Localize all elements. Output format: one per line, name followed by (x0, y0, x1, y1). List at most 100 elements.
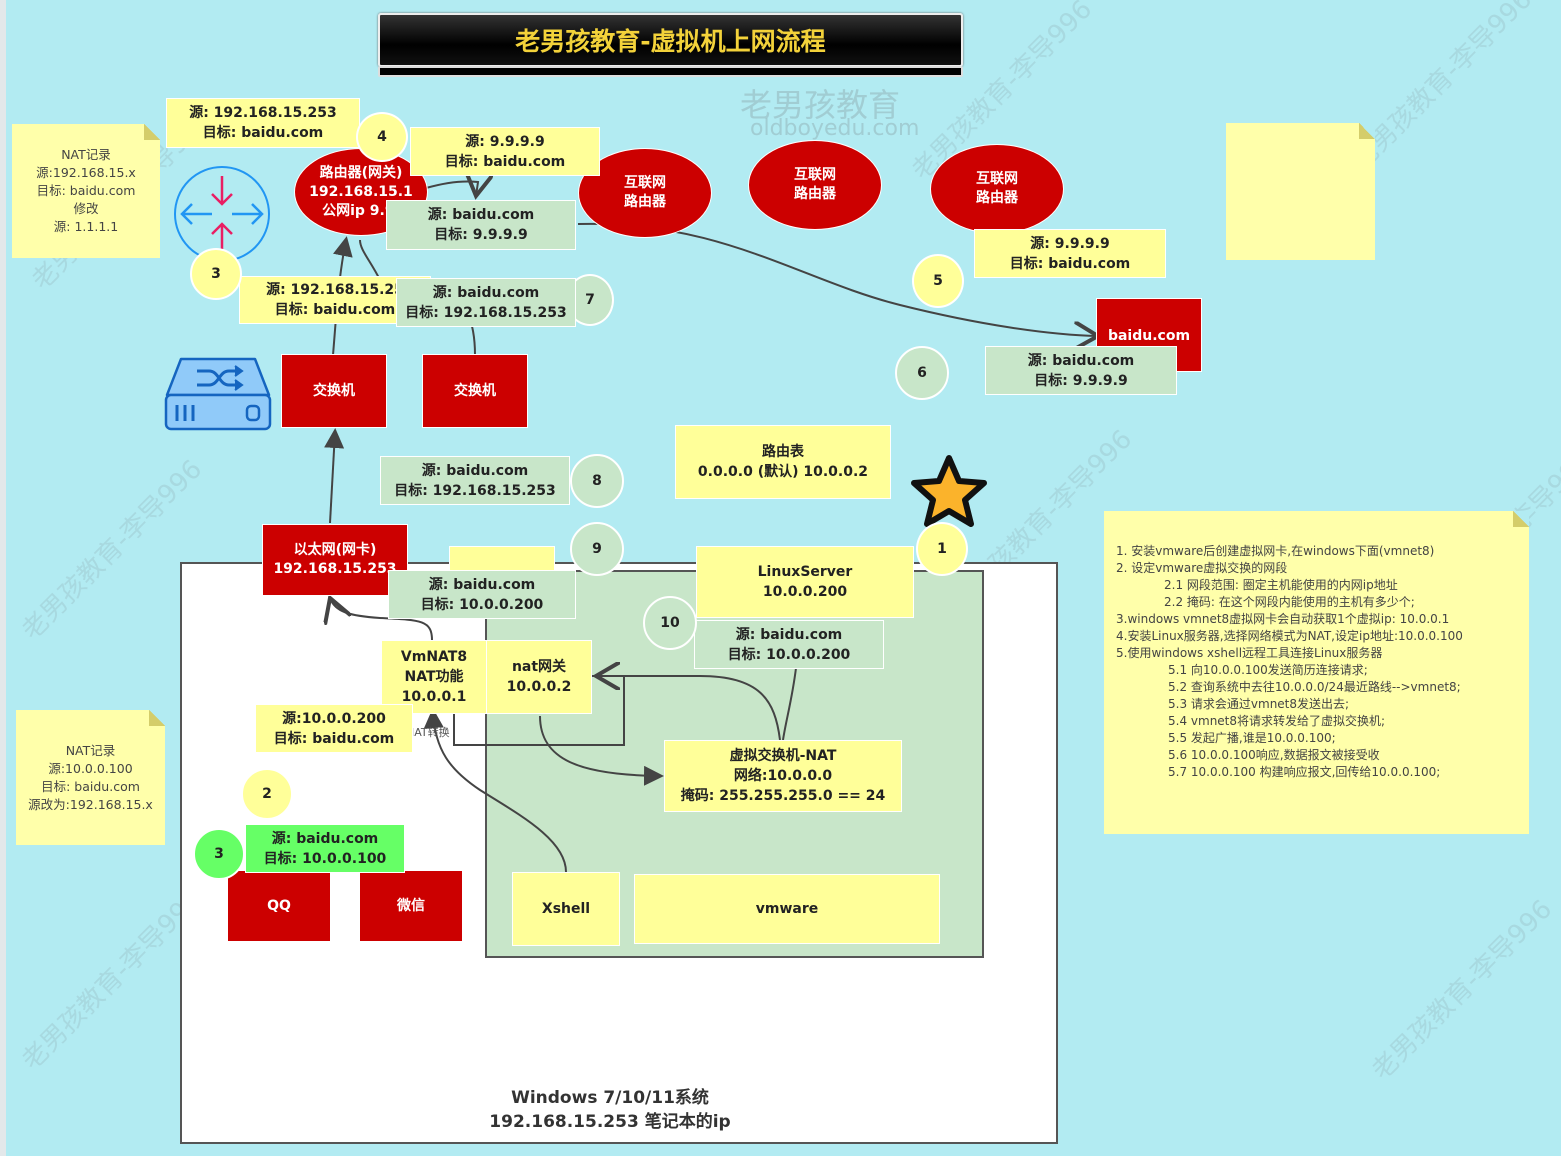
packet-dst: 目标: 10.0.0.200 (727, 646, 851, 663)
packet-src: 源: baidu.com (421, 462, 529, 479)
packet-step3-green: 源: baidu.com 目标: 10.0.0.100 (245, 824, 405, 873)
packet-dst: 目标: 9.9.9.9 (1034, 372, 1128, 389)
step-marker-10: 10 (643, 596, 697, 650)
note-line: NAT记录 (65, 742, 116, 758)
windows-label-line: 192.168.15.253 笔记本的ip (489, 1112, 731, 1132)
packet-return-router: 源: baidu.com 目标: 9.9.9.9 (386, 200, 576, 250)
steps-note: 1. 安装vmware后创建虚拟网卡,在windows下面(vmnet8) 2.… (1104, 511, 1529, 834)
step-line: 2.1 网段范围: 圈定主机能使用的内网ip地址 (1164, 578, 1398, 592)
packet-step2: 源:10.0.0.200 目标: baidu.com (255, 704, 413, 753)
canvas-left-edge (0, 0, 6, 1156)
step-marker-2: 2 (241, 768, 293, 820)
packet-step6: 源: baidu.com 目标: 9.9.9.9 (985, 346, 1177, 395)
route-table-entry: 0.0.0.0 (默认) 10.0.0.2 (697, 464, 869, 480)
diagram-title: 老男孩教育-虚拟机上网流程 (378, 13, 963, 67)
windows-host-label: Windows 7/10/11系统 192.168.15.253 笔记本的ip (440, 1086, 780, 1134)
watermark-url: oldboyedu.com (750, 116, 920, 141)
packet-step5: 源: 9.9.9.9 目标: baidu.com (974, 229, 1166, 278)
qq-label: QQ (267, 897, 291, 914)
internet-router-label: 路由器 (794, 186, 836, 202)
router-ip: 192.168.15.1 (309, 183, 413, 200)
packet-src: 源: 9.9.9.9 (465, 133, 545, 150)
note-line: 源改为:192.168.15.x (28, 796, 153, 812)
switch-label: 交换机 (454, 382, 496, 399)
xshell-app[interactable]: Xshell (512, 872, 620, 946)
step-number: 7 (585, 292, 595, 308)
step-line: 5.3 请求会通过vmnet8发送出去; (1168, 697, 1350, 711)
ethernet-adapter[interactable]: 以太网(网卡) 192.168.15.253 (262, 524, 408, 596)
step-line: 2. 设定vmware虚拟交换的网段 (1116, 561, 1288, 575)
vswitch-mask: 掩码: 255.255.255.0 == 24 (680, 788, 886, 804)
title-underline (378, 66, 963, 77)
nat-gateway-name: nat网关 (511, 659, 567, 675)
note-line: 目标: baidu.com (41, 778, 140, 794)
star-icon (908, 452, 990, 530)
linux-server-ip: 10.0.0.200 (762, 584, 848, 600)
arrow-ethernet-to-switch (324, 428, 345, 524)
note-line: 修改 (73, 201, 99, 216)
step-number: 3 (214, 846, 224, 862)
xshell-label: Xshell (541, 901, 591, 917)
route-table-title: 路由表 (762, 444, 804, 460)
packet-step8: 源: baidu.com 目标: 192.168.15.253 (380, 456, 570, 505)
nat-gateway[interactable]: nat网关 10.0.0.2 (486, 640, 592, 714)
nat-record-note-bottom: NAT记录 源:10.0.0.100 目标: baidu.com 源改为:192… (16, 710, 165, 845)
vmnat8-name: VmNAT8 (400, 649, 468, 665)
nat-convert-label: NAT转换 (406, 726, 450, 739)
linux-server[interactable]: LinuxServer 10.0.0.200 (696, 546, 914, 618)
packet-step10: 源: baidu.com 目标: 10.0.0.200 (694, 620, 884, 669)
packet-src: 源: 192.168.15.25 (266, 282, 404, 298)
wechat-label: 微信 (397, 897, 425, 914)
virtual-switch-nat[interactable]: 虚拟交换机-NAT 网络:10.0.0.0 掩码: 255.255.255.0 … (664, 740, 902, 812)
switch-1[interactable]: 交换机 (281, 354, 387, 428)
internet-router-label: 路由器 (976, 190, 1018, 206)
packet-src: 源: 9.9.9.9 (1030, 235, 1110, 252)
step-number: 9 (592, 541, 602, 557)
router-name: 路由器(网关) (319, 164, 403, 181)
packet-src: 源: baidu.com (432, 284, 540, 301)
internet-router-label: 互联网 (976, 171, 1018, 187)
packet-dst: 目标: baidu.com (1009, 255, 1131, 272)
wechat-app[interactable]: 微信 (359, 870, 463, 942)
packet-src: 源:10.0.0.200 (282, 710, 386, 727)
vmware-app[interactable]: vmware (634, 874, 940, 944)
step-line: 5.使用windows xshell远程工具连接Linux服务器 (1116, 646, 1383, 660)
packet-dst: 目标: 9.9.9.9 (434, 227, 528, 243)
nat-record-note-top: NAT记录 源:192.168.15.x 目标: baidu.com 修改 源:… (12, 124, 160, 258)
step-line: 2.2 掩码: 在这个网段内能使用的主机有多少个; (1164, 595, 1415, 609)
arrow-router-to-packet4 (425, 181, 478, 196)
step-marker-5: 5 (912, 254, 964, 308)
vswitch-name: 虚拟交换机-NAT (729, 748, 837, 764)
step-line: 5.1 向10.0.0.100发送简历连接请求; (1168, 663, 1368, 677)
ethernet-ip: 192.168.15.253 (273, 561, 397, 577)
step-number: 5 (933, 273, 943, 289)
switch-shuffle-icon (163, 355, 273, 433)
packet-dst: 目标: baidu.com (273, 730, 395, 747)
switch-2[interactable]: 交换机 (422, 354, 528, 428)
step-number: 3 (211, 266, 221, 282)
step-number: 10 (660, 615, 680, 631)
vmnat8-function: NAT功能 (404, 669, 464, 685)
step-line: 5.5 发起广播,谁是10.0.0.100; (1168, 731, 1336, 745)
step-marker-1: 1 (916, 522, 968, 576)
step-line: 4.安装Linux服务器,选择网络模式为NAT,设定ip地址:10.0.0.10… (1116, 629, 1463, 643)
note-line: 源: 1.1.1.1 (53, 219, 119, 234)
packet-top-left: 源: 192.168.15.253 目标: baidu.com (166, 98, 360, 148)
internet-router-label: 路由器 (624, 194, 666, 210)
step-number: 6 (917, 365, 927, 381)
router-public-ip: 公网ip 9.9. (322, 202, 400, 219)
packet-dst: 目标: 10.0.0.100 (263, 850, 387, 867)
internet-router-1[interactable]: 互联网 路由器 (578, 148, 712, 238)
internet-router-3[interactable]: 互联网 路由器 (930, 144, 1064, 234)
step-number: 4 (377, 129, 387, 145)
step-line: 3.windows vmnet8虚拟网卡会自动获取1个虚拟ip: 10.0.0.… (1116, 612, 1450, 626)
packet-src: 源: baidu.com (1027, 352, 1135, 369)
step-number: 1 (937, 541, 947, 557)
vmnat8-adapter[interactable]: VmNAT8 NAT功能 10.0.0.1 (381, 640, 487, 714)
internet-router-2[interactable]: 互联网 路由器 (748, 140, 882, 230)
vmnat8-ip: 10.0.0.1 (401, 689, 467, 705)
step-marker-9: 9 (570, 522, 624, 576)
step-number: 2 (262, 786, 272, 802)
step-number: 8 (592, 473, 602, 489)
qq-app[interactable]: QQ (227, 870, 331, 942)
